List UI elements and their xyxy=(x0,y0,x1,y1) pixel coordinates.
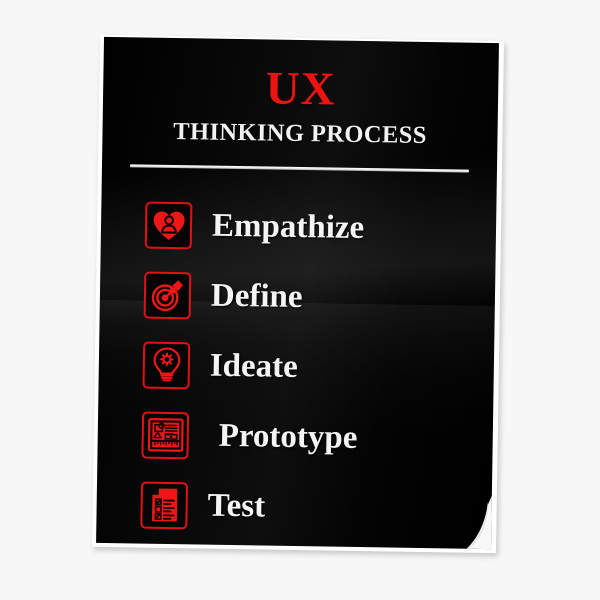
list-item-label: Define xyxy=(210,277,303,315)
poster-black-face: UX THINKING PROCESS Empathize xyxy=(96,36,499,550)
page-title: UX xyxy=(265,62,337,116)
heart-person-icon xyxy=(144,201,193,249)
list-item-label: Empathize xyxy=(211,207,365,246)
list-item: Ideate xyxy=(142,330,482,405)
checklist-document-icon xyxy=(140,481,189,529)
poster: UX THINKING PROCESS Empathize xyxy=(92,34,504,554)
poster-content: UX THINKING PROCESS Empathize xyxy=(96,37,499,549)
list-item: Empathize xyxy=(144,190,485,265)
title-divider xyxy=(129,164,469,173)
lightbulb-gear-icon xyxy=(142,341,191,389)
target-pencil-icon xyxy=(143,271,192,319)
list-item-label: Ideate xyxy=(209,347,299,385)
page-subtitle: THINKING PROCESS xyxy=(173,118,427,150)
list-item-label: Test xyxy=(207,487,266,525)
wireframe-ruler-icon xyxy=(141,411,190,459)
list-item: Prototype xyxy=(141,400,481,475)
list-item: Test xyxy=(140,470,480,545)
list-item: Define xyxy=(143,260,483,335)
process-step-list: Empathize xyxy=(140,190,484,545)
list-item-label: Prototype xyxy=(218,417,358,456)
